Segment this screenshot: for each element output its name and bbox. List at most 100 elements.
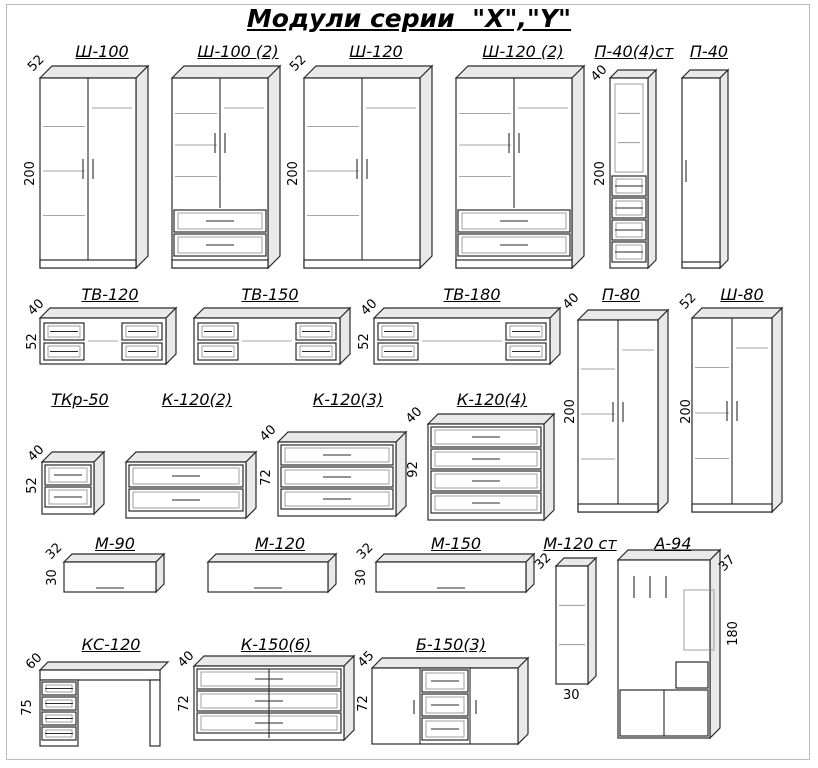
chest-tkr50-drawer-1-panel <box>48 467 88 483</box>
chest-k120-2-drawer-1-panel <box>132 467 240 485</box>
desk-ks120-leg <box>149 679 161 747</box>
chest-k120-4-drawer-3-panel <box>434 473 538 489</box>
wardrobe-sh120-2-top <box>454 65 586 79</box>
sideboard-b150-3-top <box>370 657 530 669</box>
chest-k120-4-drawer-1-panel <box>434 429 538 445</box>
wardrobe-p80-top <box>576 309 670 321</box>
chest-k120-4-drawer-4-panel <box>434 495 538 511</box>
dim-height-ks120: 75 <box>19 699 35 716</box>
chest-k120-4-top <box>426 413 556 425</box>
dim-height-k120-3: 72 <box>258 469 274 486</box>
dim-height-k120-4: 92 <box>405 461 421 478</box>
module-name-k120-3: К-120(3) <box>312 390 384 409</box>
dim-height-a94: 180 <box>725 621 741 646</box>
dim-height-m120st: 30 <box>563 688 580 703</box>
module-name-m90: М-90 <box>95 534 135 553</box>
wardrobe-sh100-2-drawer-1-panel <box>177 212 263 230</box>
tvstand-tv150-top <box>192 307 352 319</box>
module-name-tv120: ТВ-120 <box>81 285 139 304</box>
cabinet-p40-front <box>681 77 721 269</box>
wardrobe-sh120-2-plinth <box>455 259 573 269</box>
module-name-k150-6: К-150(6) <box>240 635 312 654</box>
hallway-a94-side <box>709 548 721 740</box>
wardrobe-sh80-plinth <box>691 503 773 513</box>
chest-k120-4-drawer-2-panel <box>434 451 538 467</box>
dim-height-m90: 30 <box>44 569 60 586</box>
module-name-tv150: ТВ-150 <box>241 285 299 304</box>
page-frame <box>6 4 810 760</box>
chest-k120-4-side <box>543 412 555 522</box>
chest-k120-3-drawer-2-panel <box>284 469 390 485</box>
tvstand-tv120-side <box>165 306 177 366</box>
sideboard-b150-3-drawer-3-panel <box>425 720 465 738</box>
module-name-m150: М-150 <box>430 534 482 553</box>
wardrobe-sh120-2-drawer-2-panel <box>461 236 567 254</box>
module-name-m120: М-120 <box>254 534 306 553</box>
chest-k150-6-top <box>192 655 356 667</box>
module-name-a94: А-94 <box>654 534 692 553</box>
wardrobe-p80-plinth <box>577 503 659 513</box>
module-name-sh120-2: Ш-120 (2) <box>482 42 564 61</box>
tvstand-tv180-drawer-2-panel <box>381 345 415 358</box>
chest-k120-3-drawer-3-panel <box>284 491 390 507</box>
wallunit-m120st-side <box>587 556 597 686</box>
wardrobe-sh100-side <box>135 64 149 270</box>
tvstand-tv150-drawer-3-panel <box>299 325 333 338</box>
module-name-m120st: М-120 ст <box>543 534 617 553</box>
wardrobe-sh100-plinth <box>39 259 137 269</box>
wardrobe-sh120-side <box>419 64 433 270</box>
sideboard-b150-3-drawer-1-panel <box>425 672 465 690</box>
wardrobe-sh120-plinth <box>303 259 421 269</box>
wallunit-m90-top <box>62 553 166 563</box>
wallunit-m120-front <box>207 561 329 593</box>
wardrobe-sh100-2-side <box>267 64 281 270</box>
hallway-a94-drawer <box>675 661 709 689</box>
tvstand-tv120-top <box>38 307 178 319</box>
dim-height-p80: 200 <box>562 399 578 424</box>
module-name-ks120: КС-120 <box>81 635 141 654</box>
tvstand-tv150-drawer-2-panel <box>201 345 235 358</box>
dim-height-tv180: 52 <box>356 333 372 350</box>
sideboard-b150-3-side <box>517 656 529 746</box>
module-name-sh100-2: Ш-100 (2) <box>197 42 279 61</box>
desk-ks120-worktop <box>39 669 161 681</box>
wallunit-m90-front <box>63 561 157 593</box>
cabinet-p40-side <box>719 68 729 270</box>
dim-height-k150-6: 72 <box>176 695 192 712</box>
chest-k120-2-top <box>124 451 258 463</box>
wardrobe-sh80-side <box>771 306 783 514</box>
chest-k120-3-side <box>395 430 407 518</box>
wardrobe-sh120-top <box>302 65 434 79</box>
module-name-sh80: Ш-80 <box>720 285 764 304</box>
tvstand-tv150-side <box>339 306 351 366</box>
wardrobe-sh100-top <box>38 65 150 79</box>
dim-height-tv120: 52 <box>24 333 40 350</box>
wardrobe-sh80-top <box>690 307 784 319</box>
chest-k120-3-top <box>276 431 408 443</box>
tvstand-tv180-side <box>549 306 561 366</box>
module-name-p40: П-40 <box>689 42 729 61</box>
dim-height-m150: 30 <box>353 569 369 586</box>
dim-height-sh80: 200 <box>678 399 694 424</box>
tvstand-tv180-drawer-3-panel <box>509 325 543 338</box>
module-name-tkr50: ТКр-50 <box>51 390 109 409</box>
dim-height-p40-4st: 200 <box>592 161 608 186</box>
tvstand-tv120-drawer-1-panel <box>47 325 81 338</box>
module-name-k120-2: К-120(2) <box>161 390 233 409</box>
dim-height-sh120: 200 <box>285 161 301 186</box>
page-title: Модули серии "X","Y" <box>246 4 572 33</box>
wardrobe-sh100-2-top <box>170 65 282 79</box>
wardrobe-sh100-2-plinth <box>171 259 269 269</box>
wallunit-m120-top <box>206 553 338 563</box>
tvstand-tv180-drawer-1-panel <box>381 325 415 338</box>
chest-k120-2-drawer-2-panel <box>132 491 240 509</box>
tvstand-tv180-top <box>372 307 562 319</box>
dim-height-sh100: 200 <box>22 161 38 186</box>
wardrobe-sh120-2-drawer-1-panel <box>461 212 567 230</box>
chest-tkr50-side <box>93 450 105 516</box>
dim-height-tkr50: 52 <box>24 477 40 494</box>
tvstand-tv180-drawer-4-panel <box>509 345 543 358</box>
wardrobe-p80-side <box>657 308 669 514</box>
